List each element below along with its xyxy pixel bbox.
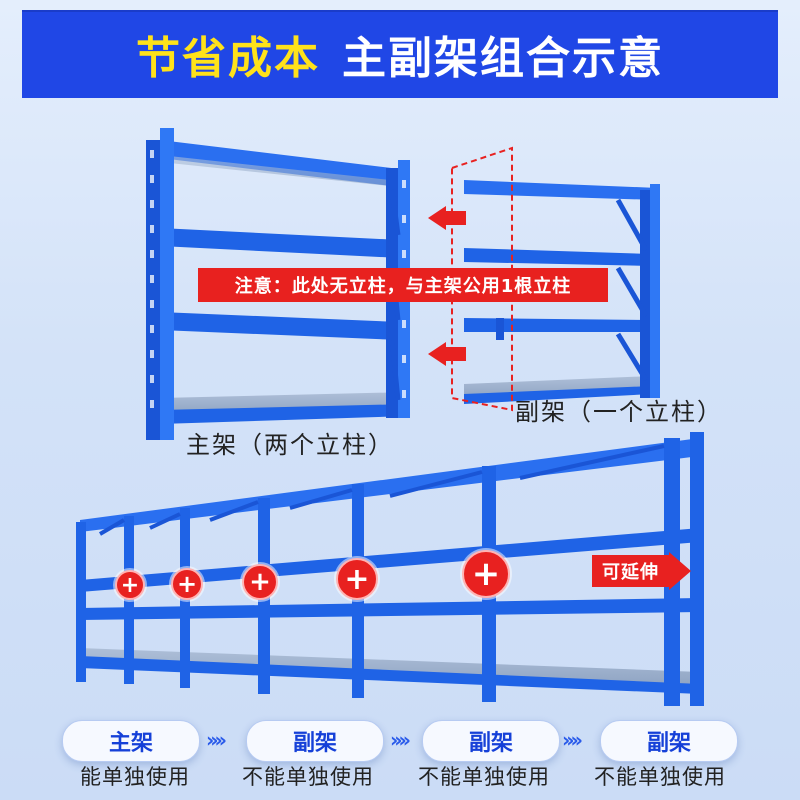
- sub-shelf: [451, 146, 660, 412]
- extend-arrow: 可延伸: [592, 552, 691, 590]
- step-pill-sub: 副架: [600, 720, 738, 762]
- left-arrow-icon: [428, 342, 466, 366]
- banner-highlight: 节省成本: [136, 33, 320, 84]
- chevron-right-icon: ››››: [206, 728, 227, 752]
- step-pill-main: 主架: [62, 720, 200, 762]
- step-pill-sub: 副架: [246, 720, 384, 762]
- step-desc: 不能单独使用: [418, 765, 550, 789]
- plus-icon: +: [242, 564, 278, 600]
- banner-title: 主副架组合示意: [342, 33, 664, 84]
- step-desc: 不能单独使用: [242, 765, 374, 789]
- right-arrow-icon: [669, 552, 691, 590]
- sub-shelf-caption: 副架（一个立柱）: [515, 398, 723, 426]
- chevron-right-icon: ››››: [562, 728, 583, 752]
- step-desc: 不能单独使用: [594, 765, 726, 789]
- main-shelf: [146, 128, 410, 440]
- left-arrow-icon: [428, 206, 466, 230]
- step-desc: 能单独使用: [80, 765, 190, 789]
- plus-icon: +: [115, 570, 145, 600]
- warning-note: 注意：此处无立柱，与主架公用1根立柱: [198, 268, 608, 302]
- plus-icon: +: [336, 558, 378, 600]
- title-banner: 节省成本 主副架组合示意: [22, 10, 778, 98]
- main-shelf-caption: 主架（两个立柱）: [186, 431, 394, 459]
- chevron-right-icon: ››››: [390, 728, 411, 752]
- plus-icon: +: [171, 568, 203, 600]
- step-pill-sub: 副架: [422, 720, 560, 762]
- extended-rack: [76, 432, 704, 706]
- extend-label: 可延伸: [592, 555, 669, 587]
- plus-icon: +: [462, 550, 510, 598]
